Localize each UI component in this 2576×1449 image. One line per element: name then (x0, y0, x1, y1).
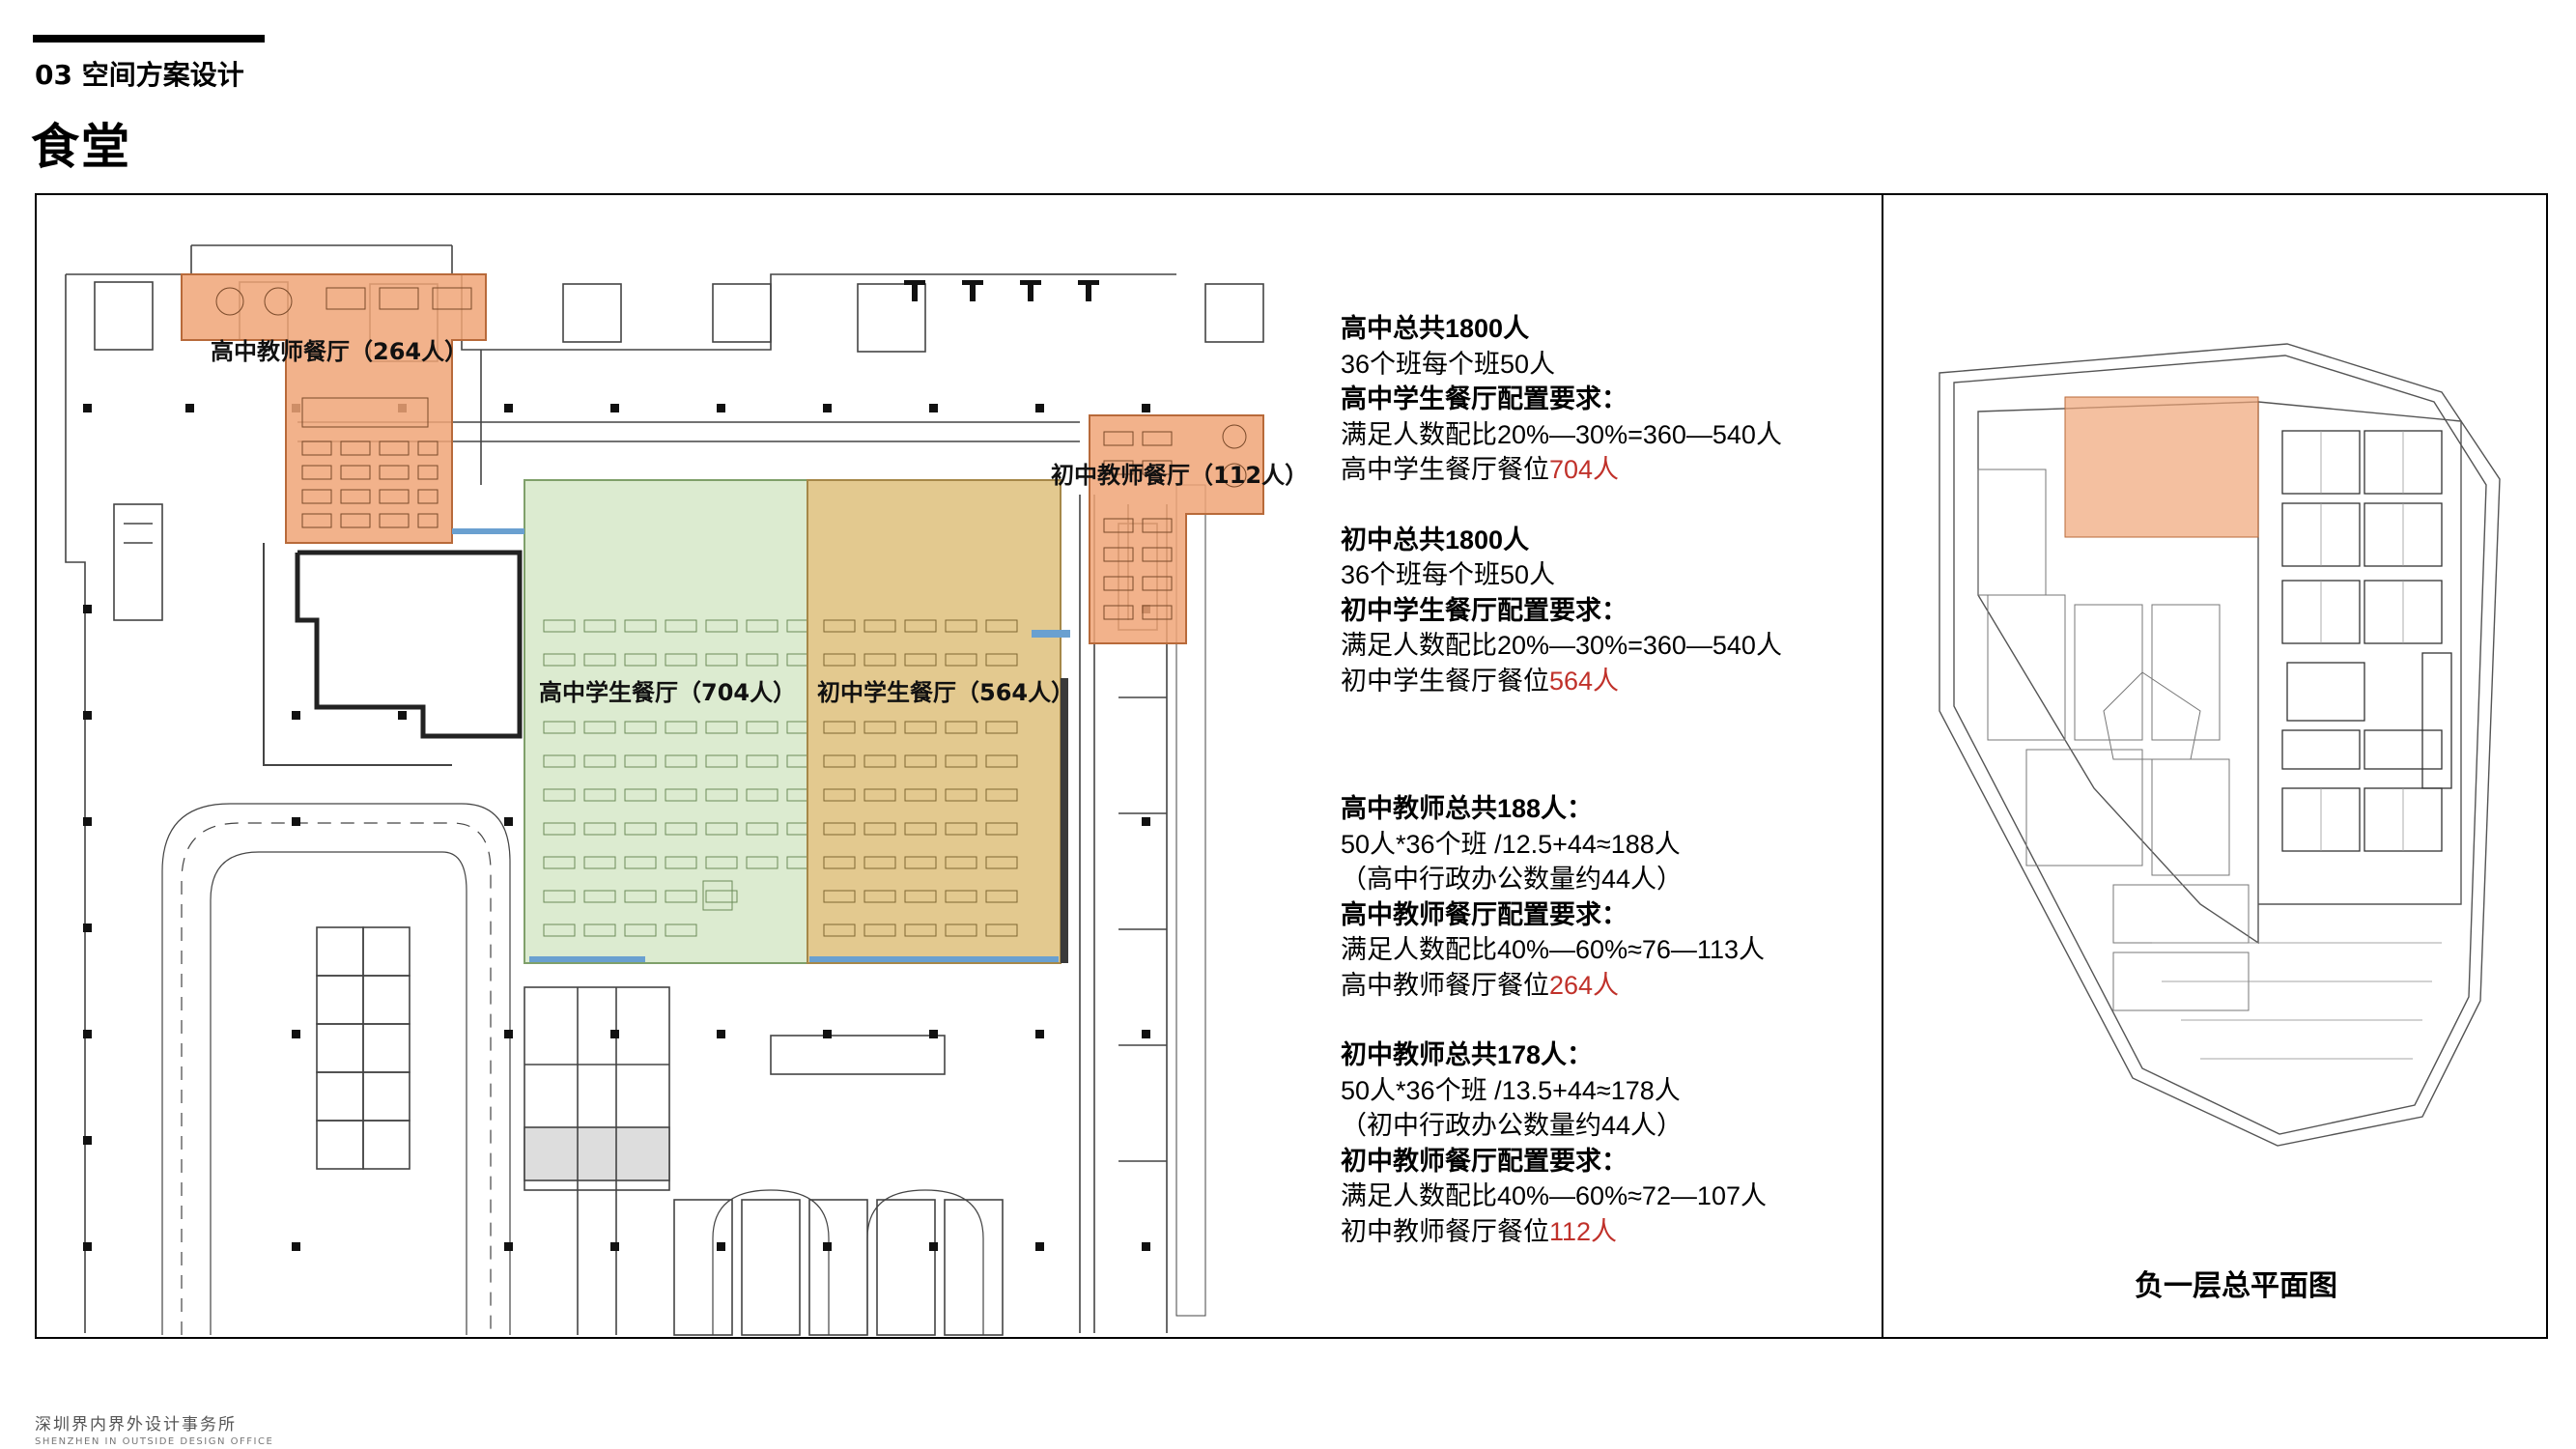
note-line: （初中行政办公数量约44人） (1341, 1108, 1862, 1144)
highlighted-canteen-zone (2064, 396, 2259, 538)
zone-label-jh-teacher: 初中教师餐厅（112人） (1051, 462, 1308, 489)
note-text: 满足人数配比20%—30%=360—540人 (1341, 631, 1782, 660)
note-heading: 初中总共1800人 (1341, 523, 1862, 558)
page-title: 食堂 (31, 119, 131, 175)
note-line: 36个班每个班50人 (1341, 557, 1862, 593)
note-line: 初中教师餐厅餐位112人 (1341, 1214, 1862, 1250)
seat-count-highlight: 564人 (1549, 666, 1620, 696)
seat-count-highlight: 112人 (1549, 1216, 1618, 1246)
section-label: 03 空间方案设计 (35, 59, 244, 91)
seat-count-highlight: 704人 (1549, 455, 1620, 484)
note-line: 高中教师餐厅餐位264人 (1341, 968, 1862, 1004)
note-line: 满足人数配比20%—30%=360—540人 (1341, 628, 1862, 664)
note-text: 初中总共1800人 (1341, 525, 1530, 554)
note-text: 高中学生餐厅餐位 (1341, 455, 1549, 484)
note-text: （高中行政办公数量约44人） (1341, 865, 1684, 894)
note-text: 50人*36个班 /13.5+44≈178人 (1341, 1075, 1681, 1105)
zone-jh-student-canteen (807, 479, 1070, 964)
structural-columns (83, 280, 1150, 1251)
note-text: 初中学生餐厅餐位 (1341, 666, 1549, 696)
note-text: 高中总共1800人 (1341, 314, 1530, 343)
note-block: 高中总共1800人 36个班每个班50人高中学生餐厅配置要求： 满足人数配比20%—… (1341, 311, 1862, 488)
note-line: 50人*36个班 /13.5+44≈178人 (1341, 1073, 1862, 1109)
note-text: 初中教师餐厅餐位 (1341, 1216, 1549, 1246)
zone-label-hs-student: 高中学生餐厅（704人） (539, 679, 796, 706)
note-block: 初中教师总共178人： 50人*36个班 /13.5+44≈178人 （初中行政办公… (1341, 1037, 1862, 1249)
note-text: 50人*36个班 /12.5+44≈188人 (1341, 829, 1681, 859)
note-text: 初中教师总共178人： (1341, 1040, 1594, 1069)
note-text: 高中教师餐厅餐位 (1341, 970, 1549, 1000)
note-text: 高中学生餐厅配置要求： (1341, 384, 1628, 413)
seat-count-highlight: 264人 (1549, 970, 1620, 1000)
company-logo: 深圳界内界外设计事务所 SHENZHEN IN OUTSIDE DESIGN O… (35, 1410, 273, 1447)
note-heading: 高中教师总共188人： (1341, 791, 1862, 827)
mini-plan-caption: 负一层总平面图 (2135, 1269, 2337, 1303)
note-heading: 高中总共1800人 (1341, 311, 1862, 347)
header-rule (33, 35, 265, 43)
zone-label-hs-teacher: 高中教师餐厅（264人） (211, 338, 467, 365)
zone-label-jh-student: 初中学生餐厅（564人） (817, 679, 1074, 706)
note-block: 初中总共1800人 36个班每个班50人初中学生餐厅配置要求： 满足人数配比20%—… (1341, 523, 1862, 699)
canteen-floor-plan: 高中教师餐厅（264人） 初中教师餐厅（112人） 高中学生餐厅（704人） 初… (65, 244, 1308, 1336)
note-heading: 初中教师总共178人： (1341, 1037, 1862, 1073)
note-line: 36个班每个班50人 (1341, 347, 1862, 383)
note-line: （高中行政办公数量约44人） (1341, 862, 1862, 897)
frame-divider (1882, 193, 1883, 1339)
note-text: 36个班每个班50人 (1341, 349, 1556, 379)
company-name-en: SHENZHEN IN OUTSIDE DESIGN OFFICE (35, 1436, 274, 1447)
note-heading: 高中学生餐厅配置要求： (1341, 382, 1862, 417)
note-text: 初中学生餐厅配置要求： (1341, 595, 1628, 625)
note-line: 满足人数配比20%—30%=360—540人 (1341, 417, 1862, 453)
note-text: 满足人数配比20%—30%=360—540人 (1341, 419, 1782, 449)
note-text: 初中教师餐厅配置要求： (1341, 1146, 1628, 1176)
note-line: 满足人数配比40%—60%≈76—113人 (1341, 932, 1862, 968)
zone-hs-teacher-canteen (181, 273, 487, 544)
note-heading: 初中学生餐厅配置要求： (1341, 593, 1862, 629)
note-text: 高中教师总共188人： (1341, 794, 1594, 823)
note-heading: 高中教师餐厅配置要求： (1341, 897, 1862, 933)
note-line: 满足人数配比40%—60%≈72—107人 (1341, 1179, 1862, 1214)
drawing-frame (35, 193, 2548, 1339)
note-line: 初中学生餐厅餐位564人 (1341, 664, 1862, 699)
b1-site-plan (1939, 343, 2501, 1147)
company-name-cn: 深圳界内界外设计事务所 (35, 1415, 237, 1435)
note-line: 高中学生餐厅餐位704人 (1341, 452, 1862, 488)
note-text: 36个班每个班50人 (1341, 560, 1556, 589)
note-text: 高中教师餐厅配置要求： (1341, 899, 1628, 929)
note-text: （初中行政办公数量约44人） (1341, 1111, 1684, 1140)
note-text: 满足人数配比40%—60%≈76—113人 (1341, 935, 1765, 964)
note-line: 50人*36个班 /12.5+44≈188人 (1341, 827, 1862, 863)
note-block: 高中教师总共188人： 50人*36个班 /12.5+44≈188人 （高中行政办公… (1341, 791, 1862, 1003)
zone-jh-teacher-canteen (1089, 414, 1264, 644)
note-text: 满足人数配比40%—60%≈72—107人 (1341, 1181, 1767, 1210)
note-heading: 初中教师餐厅配置要求： (1341, 1144, 1862, 1179)
zone-hs-student-canteen (452, 479, 844, 964)
